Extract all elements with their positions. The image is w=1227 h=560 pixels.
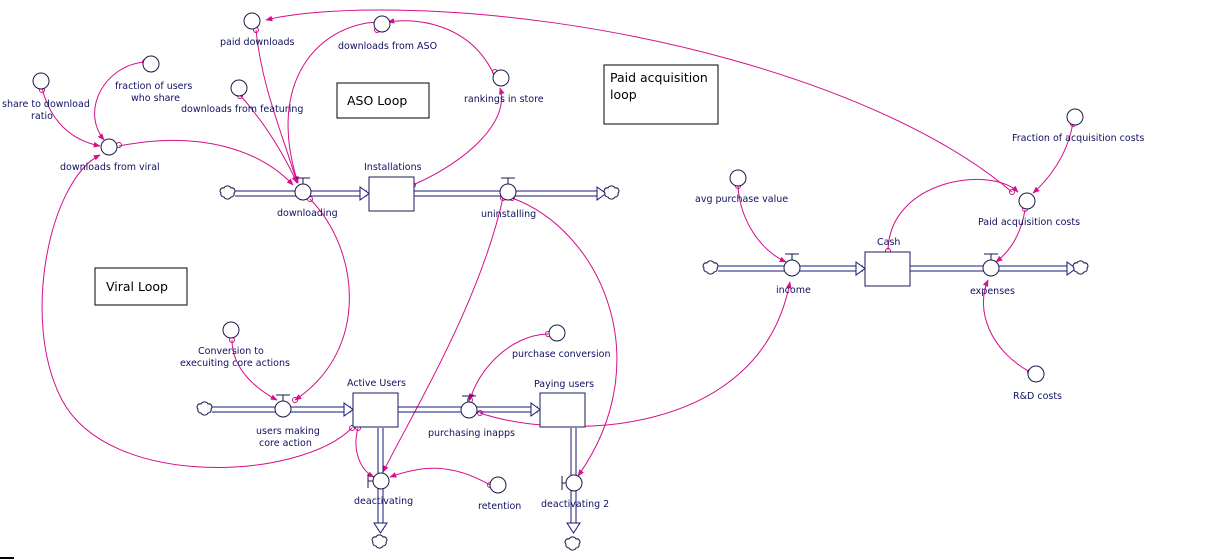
link-paid-downloads-downloading: [255, 29, 299, 184]
var-conversion-to-core-actions[interactable]: Conversion to execuiting core actions: [180, 321, 290, 369]
var-fraction-acq-label: Fraction of acquisition costs: [1012, 133, 1144, 144]
paid-loop-label-line1: Paid acquisition: [610, 70, 708, 85]
flow-deactivating-2[interactable]: deactivating 2: [541, 474, 609, 510]
stock-active-users-label: Active Users: [347, 378, 406, 389]
stock-cash[interactable]: Cash: [864, 237, 911, 287]
cloud-icon: [603, 185, 620, 200]
flow-uninstalling[interactable]: uninstalling: [481, 177, 536, 220]
paid-loop-label-line2: loop: [610, 87, 637, 102]
flow-deactivating-label: deactivating: [354, 496, 413, 507]
var-rankings-in-store[interactable]: rankings in store: [464, 69, 544, 105]
viral-loop-label: Viral Loop: [106, 279, 168, 294]
link-share-ratio-viral: [41, 87, 101, 148]
stock-cash-label: Cash: [877, 237, 900, 248]
link-cash-paid-acq: [887, 178, 1019, 251]
var-paid-acquisition-costs[interactable]: Paid acquisition costs: [978, 192, 1080, 228]
var-avg-purchase-value-label: avg purchase value: [695, 194, 788, 205]
flow-purchasing-inapps[interactable]: purchasing inapps: [428, 395, 515, 439]
link-uninstalling-deactivating: [382, 197, 504, 473]
link-conversion-users-making: [231, 339, 278, 401]
link-paid-acq-paid-downloads: [265, 9, 1013, 193]
stock-installations-label: Installations: [364, 162, 422, 173]
link-rd-expenses: [982, 279, 1031, 373]
flow-users-making-core-action[interactable]: users making core action: [256, 394, 320, 449]
influence-links: [39, 9, 1076, 488]
cloud-icon: [219, 185, 236, 200]
flow-purchasing-inapps-label: purchasing inapps: [428, 428, 515, 439]
flow-users-making-label-2: core action: [259, 438, 312, 449]
link-installations-rankings: [412, 87, 505, 186]
var-paid-downloads-label: paid downloads: [220, 37, 294, 48]
flow-deactivating[interactable]: deactivating: [354, 472, 413, 507]
stock-active-users[interactable]: Active Users: [347, 378, 406, 428]
link-paid-acq-expenses: [995, 209, 1026, 263]
var-downloads-from-featuring-label: downloads from featuring: [181, 104, 303, 115]
link-uninstalling-deactivating2: [511, 197, 618, 477]
var-downloads-from-aso-label: downloads from ASO: [338, 41, 437, 52]
var-purchase-conversion-label: purchase conversion: [512, 349, 610, 360]
cloud-icon: [196, 401, 213, 416]
flow-downloading[interactable]: downloading: [277, 177, 338, 219]
var-downloads-from-viral-label: downloads from viral: [60, 162, 160, 173]
flow-expenses-label: expenses: [970, 286, 1015, 297]
var-fraction-users-label-2: who share: [131, 93, 180, 104]
flow-pipes: [212, 186, 1077, 534]
link-avg-value-income: [737, 185, 787, 263]
stock-installations[interactable]: Installations: [364, 162, 422, 212]
cloud-icon: [371, 534, 388, 549]
var-rankings-in-store-label: rankings in store: [464, 94, 544, 105]
var-downloads-from-featuring[interactable]: downloads from featuring: [181, 79, 303, 115]
cloud-icon: [1072, 260, 1089, 275]
link-viral-downloading: [118, 139, 294, 186]
var-downloads-from-aso[interactable]: downloads from ASO: [338, 15, 437, 52]
var-conversion-label-1: Conversion to: [198, 346, 264, 357]
link-purchasing-income: [479, 281, 792, 427]
link-rankings-aso: [387, 18, 496, 78]
flow-uninstalling-label: uninstalling: [481, 209, 536, 220]
note-viral-loop[interactable]: Viral Loop: [94, 267, 188, 306]
flow-users-making-label-1: users making: [256, 426, 320, 437]
var-retention-label: retention: [478, 501, 521, 512]
flow-deactivating-2-label: deactivating 2: [541, 499, 609, 510]
var-fraction-of-acquisition-costs[interactable]: Fraction of acquisition costs: [1012, 108, 1144, 144]
flow-expenses[interactable]: expenses: [970, 253, 1015, 297]
note-paid-acquisition-loop[interactable]: Paid acquisition loop: [603, 64, 719, 125]
aso-loop-label: ASO Loop: [347, 93, 407, 108]
cloud-icon: [702, 260, 719, 275]
flow-income[interactable]: income: [776, 253, 811, 296]
var-fraction-users-label-1: fraction of users: [115, 81, 192, 92]
var-rd-costs-label: R&D costs: [1013, 391, 1062, 402]
link-active-viral: [41, 154, 353, 468]
link-featuring-downloading: [239, 94, 298, 184]
var-share-ratio-label-1: share to download: [2, 99, 90, 110]
var-avg-purchase-value[interactable]: avg purchase value: [695, 169, 788, 205]
var-purchase-conversion[interactable]: purchase conversion: [512, 324, 610, 360]
var-share-ratio-label-2: ratio: [31, 111, 53, 122]
link-aso-downloading: [287, 21, 378, 184]
var-paid-downloads[interactable]: paid downloads: [220, 12, 294, 48]
var-rd-costs[interactable]: R&D costs: [1013, 365, 1062, 402]
link-downloading-users-making: [294, 198, 350, 401]
var-downloads-from-viral[interactable]: downloads from viral: [60, 138, 160, 173]
link-retention-deactivating: [389, 467, 491, 486]
var-conversion-label-2: execuiting core actions: [180, 358, 290, 369]
stock-paying-users-label: Paying users: [534, 379, 594, 390]
var-fraction-of-users-who-share[interactable]: fraction of users who share: [115, 55, 192, 104]
link-purchase-conversion-purchasing: [468, 333, 549, 401]
link-fraction-viral: [94, 61, 146, 141]
link-active-deactivating: [355, 427, 375, 478]
note-aso-loop[interactable]: ASO Loop: [336, 82, 430, 119]
var-share-to-download-ratio[interactable]: share to download ratio: [2, 72, 90, 122]
clouds: [196, 185, 1089, 551]
flow-downloading-label: downloading: [277, 208, 338, 219]
cloud-icon: [564, 536, 581, 551]
var-paid-acq-label: Paid acquisition costs: [978, 217, 1080, 228]
link-fraction-acq-paid-acq: [1032, 121, 1074, 194]
var-retention[interactable]: retention: [478, 476, 521, 512]
stock-paying-users[interactable]: Paying users: [534, 379, 594, 428]
flow-income-label: income: [776, 285, 811, 296]
